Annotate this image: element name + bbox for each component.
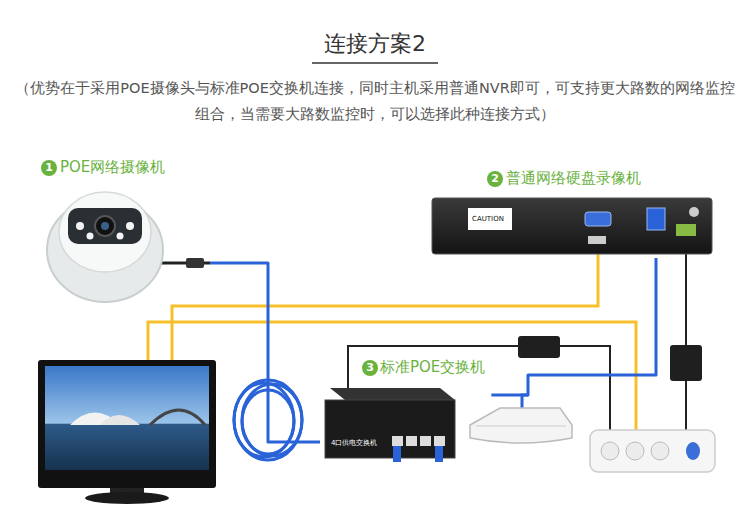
device-label: 普通网络硬盘录像机: [506, 168, 641, 188]
device-node: POE网络摄像机: [35, 155, 210, 302]
router: [470, 408, 572, 443]
title: 连接方案2: [0, 30, 750, 58]
power-strip: [590, 430, 715, 472]
device-node: 普通网络硬盘录像机: [430, 166, 712, 258]
monitor: [38, 360, 216, 504]
power-adapter: [518, 336, 560, 358]
caption: （优势在于采用POE摄像头与标准POE交换机连接，同时主机采用普通NVR即可，可…: [8, 75, 742, 127]
callout-number: 2: [487, 171, 503, 187]
power-wire: [348, 346, 518, 388]
title-underline: [312, 62, 438, 64]
device-marking: CAUTION: [471, 214, 505, 224]
lan-cable: [491, 258, 656, 395]
power-adapter: [670, 345, 702, 381]
poe-switch: [325, 388, 455, 462]
nvr-recorder: [432, 198, 712, 254]
device-marking: 4口供电交换机: [330, 438, 378, 448]
device-label: POE网络摄像机: [60, 157, 165, 177]
device-label: 标准POE交换机: [380, 357, 485, 377]
callout-number: 3: [362, 360, 378, 376]
callout-number: 1: [41, 160, 57, 176]
dome-camera: [47, 192, 210, 302]
video-cable: [172, 236, 598, 362]
lan-cable: [210, 263, 320, 442]
